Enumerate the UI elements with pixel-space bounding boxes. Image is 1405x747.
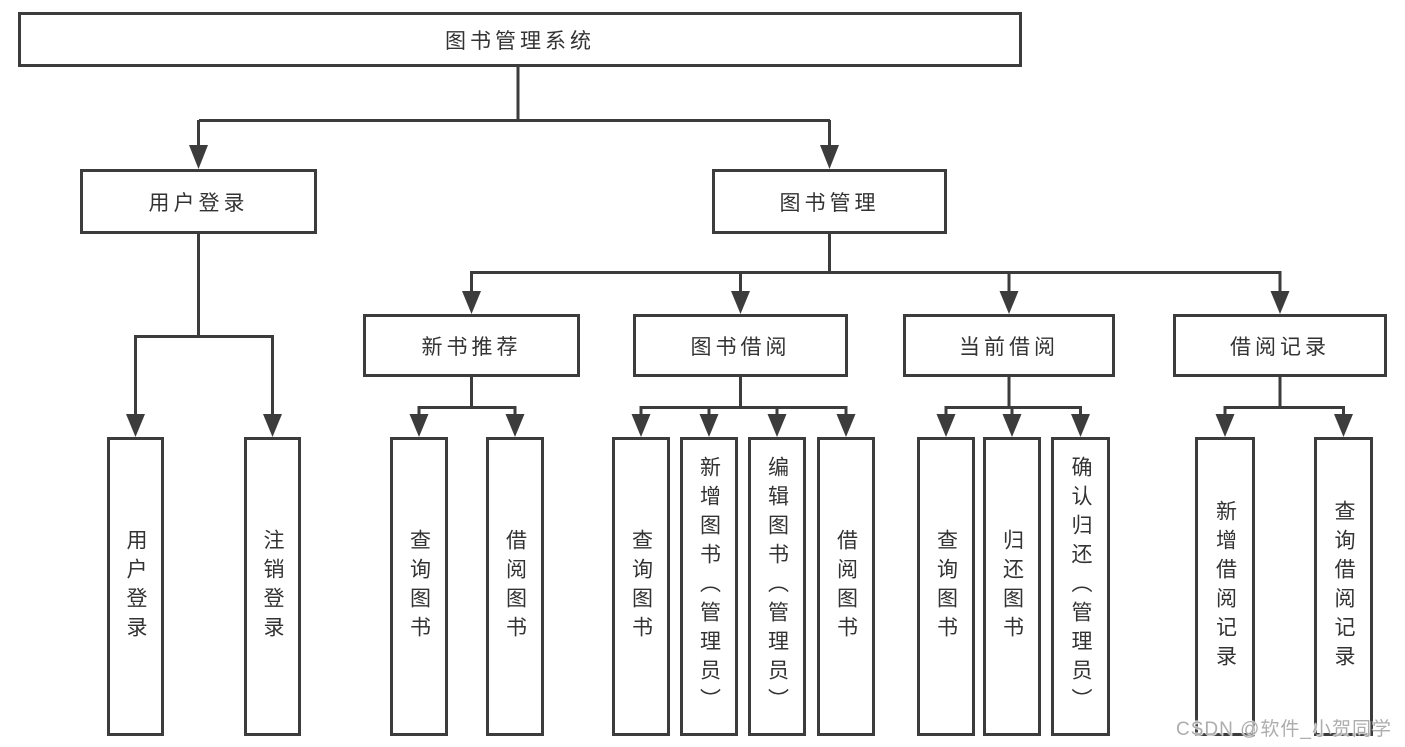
node-book-management: 图书管理 (712, 169, 947, 234)
leaf-query-books-recommend: 查询图书 (390, 437, 448, 736)
arrow-head (731, 291, 750, 314)
leaf-confirm-return-admin: 确认归还（管理员） (1051, 437, 1110, 736)
node-book-borrow: 图书借阅 (633, 314, 848, 377)
node-user-login: 用户登录 (80, 169, 317, 234)
wire (944, 377, 1082, 419)
arrow-head (1334, 414, 1353, 437)
wire (134, 233, 274, 420)
connector-book-borrow-to-leaves (631, 377, 856, 437)
leaf-edit-book-admin: 编辑图书（管理员） (748, 437, 806, 736)
node-borrow-records: 借阅记录 (1173, 314, 1387, 377)
wire (417, 377, 517, 419)
node-current-borrow: 当前借阅 (903, 314, 1115, 377)
arrow-head (189, 145, 208, 169)
arrow-head (836, 414, 856, 437)
wire (197, 66, 831, 150)
connector-current-borrow-to-leaves (936, 377, 1090, 437)
leaf-logout: 注销登录 (244, 437, 301, 736)
connector-new-book-recommend-to-leaves (409, 377, 525, 437)
leaf-borrow-books-recommend: 借阅图书 (486, 437, 544, 736)
arrow-head (263, 414, 282, 437)
arrow-head (767, 414, 787, 437)
arrow-head (631, 414, 651, 437)
watermark: CSDN @软件_小贺同学 (1176, 719, 1392, 740)
arrow-head (462, 291, 481, 314)
arrow-head (1215, 414, 1235, 437)
wire (639, 377, 848, 419)
arrow-head (1071, 414, 1090, 437)
arrow-head (1270, 291, 1290, 314)
leaf-query-books-borrow: 查询图书 (612, 437, 670, 736)
node-new-book-recommend: 新书推荐 (363, 314, 580, 377)
connector-root-to-level2 (189, 66, 839, 169)
leaf-query-books-current: 查询图书 (917, 437, 975, 736)
arrow-head (409, 414, 429, 437)
arrow-head (820, 145, 839, 169)
leaf-add-borrow-record: 新增借阅记录 (1195, 437, 1255, 736)
leaf-user-login: 用户登录 (107, 437, 164, 736)
arrow-head (936, 414, 956, 437)
connector-borrow-records-to-leaves (1215, 377, 1353, 437)
wire (470, 233, 1282, 296)
arrow-head (1002, 414, 1022, 437)
node-root: 图书管理系统 (18, 12, 1022, 67)
arrow-head (999, 291, 1019, 314)
leaf-add-book-admin: 新增图书（管理员） (680, 437, 738, 736)
arrow-head (699, 414, 719, 437)
connector-book-management-to-level3 (462, 233, 1290, 314)
leaf-borrow-books-borrow: 借阅图书 (817, 437, 875, 736)
leaf-return-book: 归还图书 (983, 437, 1041, 736)
wire (1223, 377, 1345, 419)
connector-user-login-to-leaves (126, 233, 282, 437)
arrow-head (126, 414, 145, 437)
arrow-head (505, 414, 525, 437)
leaf-query-borrow-record: 查询借阅记录 (1314, 437, 1373, 736)
